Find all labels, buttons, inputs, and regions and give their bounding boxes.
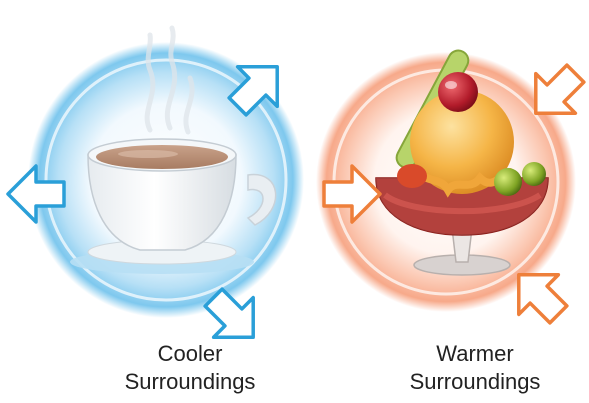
cooler-label-line2: Surroundings [80,368,300,396]
warmer-label-line1: Warmer [365,340,585,368]
cooler-surroundings-label: Cooler Surroundings [80,340,300,396]
warmer-label-line2: Surroundings [365,368,585,396]
warmer-surroundings-label: Warmer Surroundings [365,340,585,396]
cooler-label-line1: Cooler [80,340,300,368]
